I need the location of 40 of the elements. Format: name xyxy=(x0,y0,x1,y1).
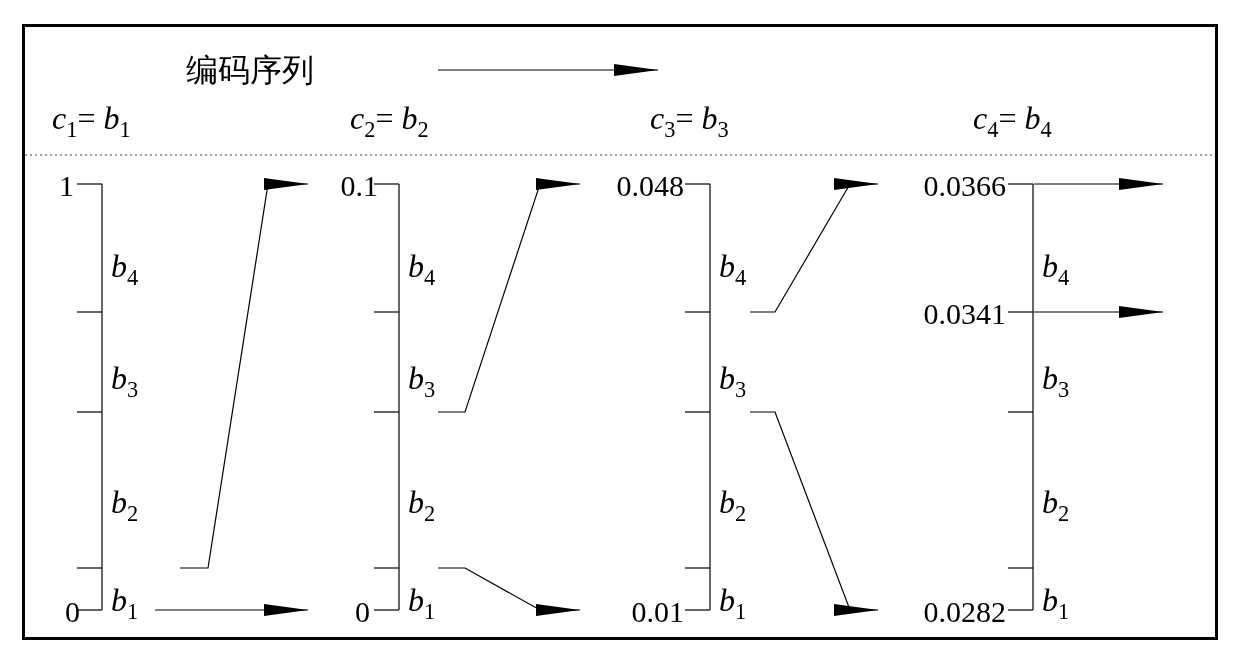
scale-bar xyxy=(684,183,711,611)
title: 编码序列 xyxy=(186,50,314,90)
interval-label: b$_{1}$ xyxy=(408,582,436,626)
interval-label: b$_{2}$ xyxy=(719,484,747,528)
arrow xyxy=(1033,178,1164,190)
scale-bar xyxy=(1007,183,1034,611)
arrow xyxy=(749,178,879,313)
interval-label: b$_{2}$ xyxy=(408,484,436,528)
arrow xyxy=(437,178,581,413)
interval-label: b$_{3}$ xyxy=(111,360,139,404)
scale-value: 0 xyxy=(40,595,80,629)
arrow xyxy=(749,411,879,616)
interval-label: b$_{4}$ xyxy=(111,248,139,292)
column-header: c$_{2}$= b$_{2}$ xyxy=(350,100,429,144)
column-header: c$_{1}$= b$_{1}$ xyxy=(52,100,131,144)
column-header: c$_{4}$= b$_{4}$ xyxy=(973,100,1052,144)
interval-label: b$_{4}$ xyxy=(719,248,747,292)
interval-label: b$_{1}$ xyxy=(111,582,139,626)
arrow xyxy=(1033,306,1164,318)
interval-label: b$_{4}$ xyxy=(1042,248,1070,292)
scale-value: 0.01 xyxy=(580,595,684,629)
scale-value: 0.048 xyxy=(580,169,684,203)
interval-label: b$_{1}$ xyxy=(719,582,747,626)
interval-label: b$_{1}$ xyxy=(1042,582,1070,626)
interval-label: b$_{2}$ xyxy=(111,484,139,528)
scale-value: 0 xyxy=(308,595,370,629)
column-header: c$_{3}$= b$_{3}$ xyxy=(650,100,729,144)
arrow xyxy=(154,604,309,616)
interval-label: b$_{2}$ xyxy=(1042,484,1070,528)
arrow xyxy=(437,567,581,616)
interval-label: b$_{3}$ xyxy=(1042,360,1070,404)
interval-label: b$_{3}$ xyxy=(719,360,747,404)
interval-label: b$_{3}$ xyxy=(408,360,436,404)
scale-value: 1 xyxy=(40,169,74,203)
scale-value: 0.0366 xyxy=(878,169,1006,203)
scale-value: 0.0282 xyxy=(878,595,1006,629)
scale-value: 0.1 xyxy=(308,169,378,203)
scale-value: 0.0341 xyxy=(900,297,1006,331)
interval-label: b$_{4}$ xyxy=(408,248,436,292)
arrow xyxy=(179,178,309,569)
